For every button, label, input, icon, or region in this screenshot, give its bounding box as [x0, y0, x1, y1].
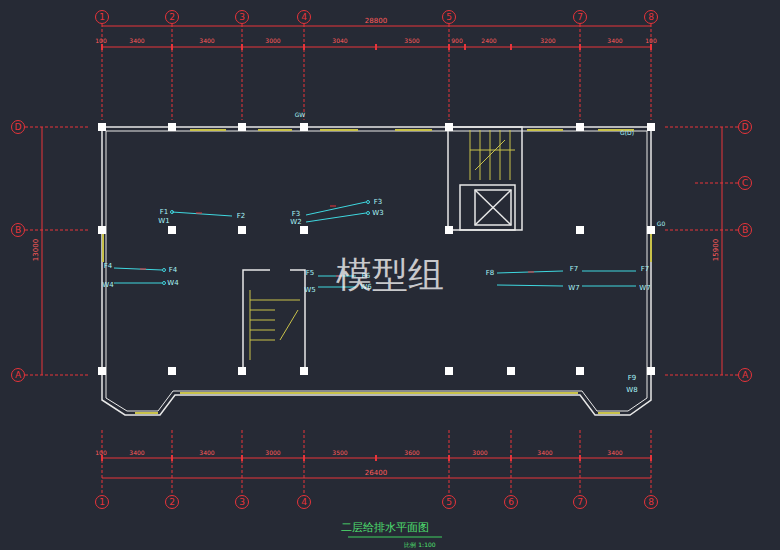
pipe-label: F7	[570, 266, 578, 273]
axis-number: 7	[577, 498, 583, 507]
pipe-label: G0	[657, 221, 665, 227]
axis-number: 4	[301, 498, 307, 507]
axis-bubble: 4	[297, 10, 311, 24]
axis-bubble: B	[738, 223, 752, 237]
axis-number: 1	[99, 498, 105, 507]
axis-number: 2	[169, 498, 175, 507]
watermark: 模型组	[336, 257, 444, 293]
axis-bubble: 4	[297, 495, 311, 509]
dimension-text: 3000	[265, 38, 280, 44]
dimension-text: 3500	[332, 450, 347, 456]
pipe-label: F5	[306, 270, 314, 277]
dimension-text: 100	[95, 38, 106, 44]
axis-number: 5	[446, 498, 452, 507]
axis-bubble: 8	[644, 10, 658, 24]
dimension-text: 3400	[199, 38, 214, 44]
axis-number: 1	[99, 13, 105, 22]
axis-number: 5	[446, 13, 452, 22]
axis-bubble: B	[11, 223, 25, 237]
pipe-label: W5	[304, 287, 315, 294]
dimension-text: 26400	[365, 470, 387, 477]
pipe-label: W4	[102, 282, 113, 289]
pipe-label: F3	[292, 211, 300, 218]
dimension-text: 3000	[265, 450, 280, 456]
dimension-text: 3400	[607, 450, 622, 456]
axis-number: 3	[239, 13, 245, 22]
pipe-label: F4	[169, 267, 177, 274]
dimension-text: 3200	[540, 38, 555, 44]
axis-bubble: D	[738, 120, 752, 134]
dimension-text: 3000	[472, 450, 487, 456]
axis-number: 8	[648, 13, 654, 22]
axis-number: 7	[577, 13, 583, 22]
axis-number: 3	[239, 498, 245, 507]
axis-bubble: 2	[165, 10, 179, 24]
dimension-text: 13000	[33, 239, 40, 261]
pipe-label: W4	[167, 280, 178, 287]
axis-number: 8	[648, 498, 654, 507]
axis-bubble: 1	[95, 10, 109, 24]
axis-bubble: 2	[165, 495, 179, 509]
pipe-label: W2	[290, 219, 301, 226]
dimension-text: 3400	[129, 38, 144, 44]
axis-bubble: A	[738, 368, 752, 382]
axis-number: D	[15, 123, 22, 132]
pipe-label: F1	[160, 209, 168, 216]
pipe-label: W7	[639, 285, 650, 292]
axis-bubble: 1	[95, 495, 109, 509]
pipe-label: F4	[104, 263, 112, 270]
dimension-text: 3400	[537, 450, 552, 456]
axis-number: D	[742, 123, 749, 132]
dimension-text: 3500	[404, 38, 419, 44]
axis-number: 6	[508, 498, 514, 507]
dimension-text: 3400	[199, 450, 214, 456]
dimension-text: 28800	[365, 18, 387, 25]
axis-bubble: 3	[235, 10, 249, 24]
axis-bubble: 7	[573, 10, 587, 24]
dimension-text: 100	[645, 38, 656, 44]
dimension-text: 900	[451, 38, 462, 44]
pipe-label: F9	[628, 375, 636, 382]
axis-bubble: 5	[442, 10, 456, 24]
axis-number: B	[15, 226, 21, 235]
dimension-text: 15900	[713, 239, 720, 261]
dimension-text: 3400	[607, 38, 622, 44]
pipe-label: F2	[237, 213, 245, 220]
pipe-label: G(D)	[620, 130, 634, 136]
dimension-text: 100	[95, 450, 106, 456]
axis-bubble: A	[11, 368, 25, 382]
axis-bubble: 6	[504, 495, 518, 509]
dimension-text: 3400	[129, 450, 144, 456]
axis-number: B	[742, 226, 748, 235]
axis-number: 4	[301, 13, 307, 22]
drawing-title: 二层给排水平面图	[341, 522, 429, 533]
axis-bubble: 8	[644, 495, 658, 509]
axis-bubble: 7	[573, 495, 587, 509]
pipe-label: F8	[486, 270, 494, 277]
dimension-text: 2400	[481, 38, 496, 44]
axis-number: A	[15, 371, 21, 380]
axis-bubble: D	[11, 120, 25, 134]
pipe-label: W7	[568, 285, 579, 292]
dimension-text: 3600	[404, 450, 419, 456]
axis-number: 2	[169, 13, 175, 22]
axis-number: C	[742, 179, 748, 188]
dimension-text: 3040	[332, 38, 347, 44]
axis-bubble: 5	[442, 495, 456, 509]
scale-note: 比例 1:100	[404, 542, 435, 548]
pipe-label: F3	[374, 199, 382, 206]
pipe-label: W1	[158, 218, 169, 225]
pipe-label: F7	[641, 266, 649, 273]
axis-bubble: C	[738, 176, 752, 190]
axis-number: A	[742, 371, 748, 380]
axis-bubble: 3	[235, 495, 249, 509]
pipe-label: GW	[295, 112, 306, 118]
pipe-label: W3	[372, 210, 383, 217]
pipe-label: W8	[626, 387, 637, 394]
